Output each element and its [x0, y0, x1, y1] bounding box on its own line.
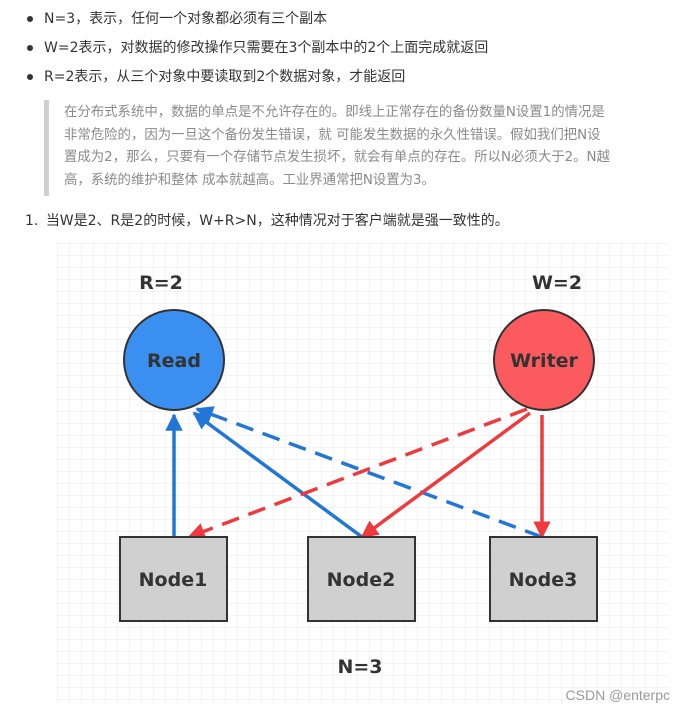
- bullet-text: N=3，表示，任何一个对象都必须有三个副本: [44, 11, 328, 27]
- bullet-dot: [27, 16, 33, 22]
- blockquote: 在分布式系统中，数据的单点是不允许存在的。即线上正常存在的备份数量N设置1的情况…: [44, 100, 664, 196]
- replica-count-label: N=3: [337, 656, 382, 678]
- arrow-writer-to-node1-dashed: [187, 407, 528, 540]
- list-item: N=3，表示，任何一个对象都必须有三个副本: [0, 8, 682, 37]
- list-item: R=2表示，从三个对象中要读取到2个数据对象，才能返回: [0, 66, 682, 95]
- writer-node: [493, 309, 595, 411]
- nwr-diagram: R=2 W=2 Read Writer Node1 Node2 Node3 N=…: [57, 243, 669, 703]
- storage-node-3-label: Node3: [509, 569, 578, 591]
- list-text: 当W是2、R是2的时候，W+R>N，这种情况对于客户端就是强一致性的。: [45, 213, 509, 229]
- quote-line: 非常危险的，因为一旦这个备份发生错误，就 可能发生数据的永久性错误。假如我们把N…: [64, 127, 601, 143]
- ordered-list-item: 1. 当W是2、R是2的时候，W+R>N，这种情况对于客户端就是强一致性的。: [25, 210, 509, 232]
- read-quorum-label: R=2: [139, 272, 183, 294]
- read-node-label: Read: [147, 350, 201, 372]
- list-number: 1.: [25, 213, 39, 229]
- grid-background: [57, 243, 669, 703]
- arrow-node2-to-read: [192, 411, 364, 539]
- writer-node-label: Writer: [510, 350, 578, 372]
- bullet-text: W=2表示，对数据的修改操作只需要在3个副本中的2个上面完成就返回: [44, 40, 489, 56]
- quote-line: 高，系统的维护和整体 成本就越高。工业界通常把N设置为3。: [64, 172, 435, 188]
- storage-node-2: [307, 536, 416, 622]
- read-node: [123, 309, 225, 411]
- quote-line: 在分布式系统中，数据的单点是不允许存在的。即线上正常存在的备份数量N设置1的情况…: [64, 105, 605, 120]
- arrow-writer-to-node2: [360, 411, 532, 539]
- bullet-dot: [27, 74, 33, 80]
- storage-node-1-label: Node1: [139, 569, 208, 591]
- bullet-dot: [27, 45, 33, 51]
- quote-line: 置成为2，那么，只要有一个存储节点发生损坏，就会有单点的存在。所以N必须大于2。…: [64, 150, 610, 165]
- arrow-node3-to-read-dashed: [195, 406, 543, 539]
- storage-node-1: [119, 536, 228, 622]
- list-item: W=2表示，对数据的修改操作只需要在3个副本中的2个上面完成就返回: [0, 37, 682, 66]
- write-quorum-label: W=2: [532, 272, 582, 294]
- watermark: CSDN @enterpc: [565, 687, 670, 703]
- bullet-text: R=2表示，从三个对象中要读取到2个数据对象，才能返回: [44, 69, 406, 85]
- storage-node-2-label: Node2: [327, 569, 396, 591]
- bullet-list: N=3，表示，任何一个对象都必须有三个副本 W=2表示，对数据的修改操作只需要在…: [0, 8, 682, 95]
- storage-node-3: [489, 536, 598, 622]
